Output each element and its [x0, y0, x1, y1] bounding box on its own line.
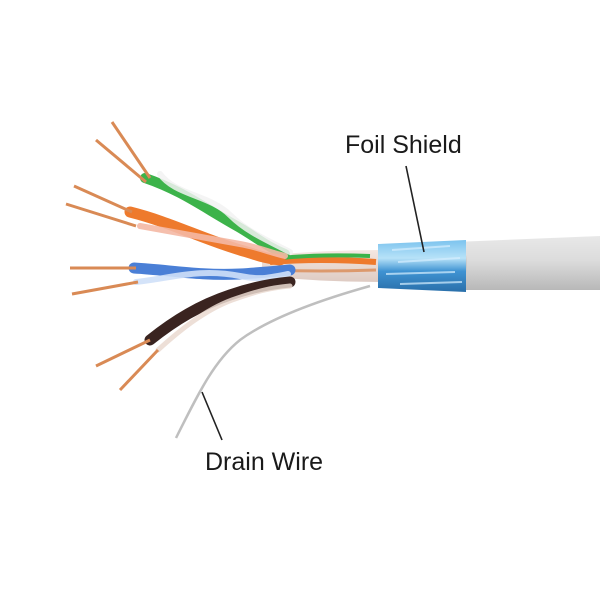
foil-shield-band — [378, 240, 466, 292]
drain-wire — [174, 284, 371, 439]
brown-pair — [95, 276, 296, 392]
drain-wire-leader-line — [201, 391, 223, 441]
drain-wire-label: Drain Wire — [205, 448, 323, 476]
blue-pair — [70, 262, 296, 296]
drain-wire-callout: Drain Wire — [201, 391, 323, 476]
orange-pair — [65, 184, 288, 266]
foil-shield-label: Foil Shield — [345, 131, 462, 159]
cable-jacket — [449, 236, 600, 290]
foil-shield-leader-line — [405, 165, 425, 253]
green-pair — [95, 121, 293, 259]
foil-shield-callout: Foil Shield — [345, 131, 462, 253]
